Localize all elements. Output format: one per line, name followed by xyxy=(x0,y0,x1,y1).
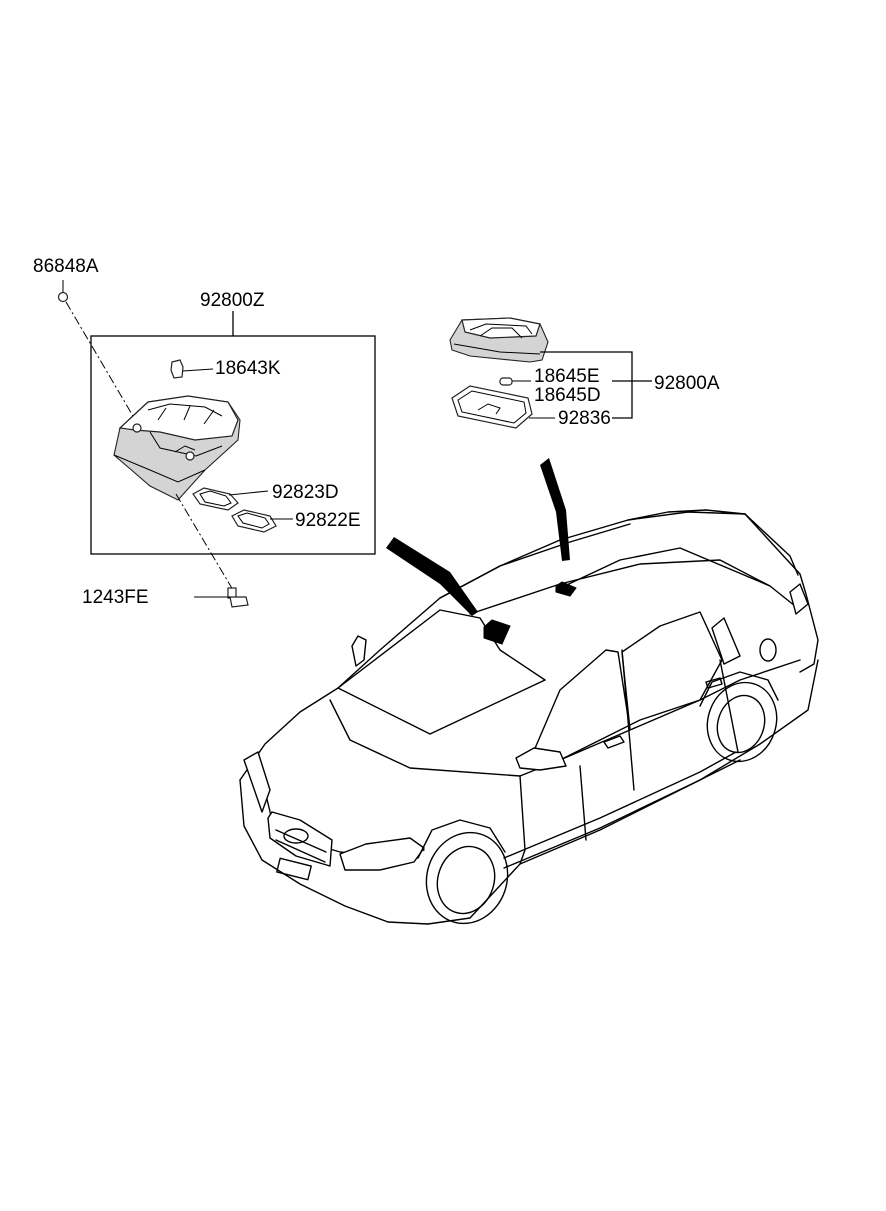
label-92800a: 92800A xyxy=(654,373,720,394)
room-lamp-icon xyxy=(449,317,549,363)
label-92800z: 92800Z xyxy=(200,290,265,311)
label-92822e: 92822E xyxy=(295,510,361,531)
label-92823d: 92823D xyxy=(272,482,339,503)
bolt-1243fe-icon xyxy=(194,587,249,608)
bulb-18645e-icon xyxy=(499,377,531,386)
bulb-18643k-icon xyxy=(170,359,214,379)
screw-86848a-icon xyxy=(57,280,69,303)
label-1243fe: 1243FE xyxy=(82,587,149,608)
callout-pointer-icon-2 xyxy=(540,458,570,561)
lens-92836-icon xyxy=(451,385,555,429)
overhead-console-lamp-icon xyxy=(113,395,241,501)
assembly-92800a xyxy=(449,317,652,429)
label-18643k: 18643K xyxy=(215,358,281,379)
lens-92822e-icon xyxy=(231,509,293,533)
label-18645d: 18645D xyxy=(534,385,601,406)
assembly-92800z xyxy=(57,280,376,608)
label-92836: 92836 xyxy=(558,408,611,429)
lens-92823d-icon xyxy=(192,487,269,511)
sedan-car-icon xyxy=(239,509,819,925)
callout-pointer-icon xyxy=(386,537,478,616)
label-86848a: 86848A xyxy=(33,256,99,277)
label-18645e: 18645E xyxy=(534,366,600,387)
